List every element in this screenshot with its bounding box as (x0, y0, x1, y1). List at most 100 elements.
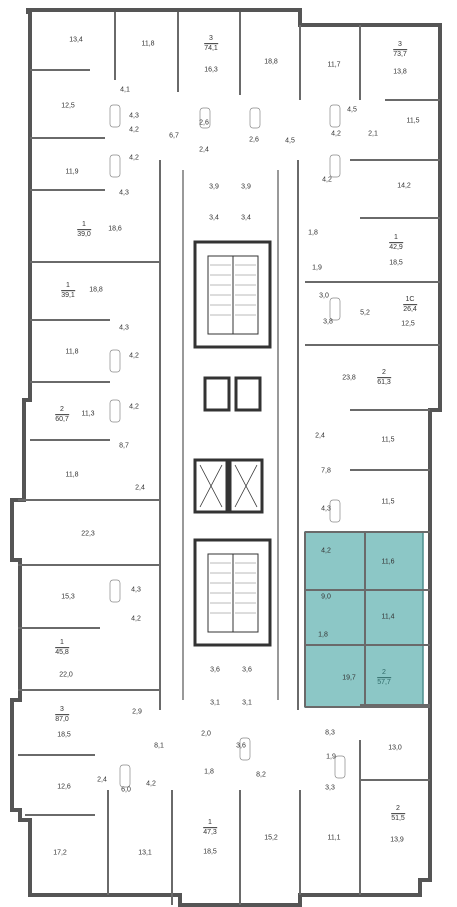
room-area: 22,3 (81, 530, 95, 538)
room-area: 15,2 (264, 834, 278, 842)
outer-walls (10, 8, 442, 907)
room-area: 6,7 (169, 132, 179, 140)
room-area: 2,0 (201, 730, 211, 738)
room-area: 2,4 (135, 484, 145, 492)
apartment-rooms: 3 (60, 706, 64, 714)
room-area: 3,4 (241, 214, 251, 222)
room-area: 11,8 (65, 348, 79, 356)
room-area: 11,4 (381, 613, 395, 621)
room-area: 11,9 (65, 168, 79, 176)
room-area: 2,4 (97, 776, 107, 784)
apartment-area: 26,4 (403, 304, 417, 314)
room-area: 11,5 (406, 117, 420, 125)
apartment-area: 45,8 (55, 647, 69, 657)
room-area: 18,8 (89, 286, 103, 294)
room-area: 16,3 (204, 66, 218, 74)
room-area: 18,6 (108, 225, 122, 233)
apartment-area: 39,0 (77, 229, 91, 239)
room-area: 4,1 (120, 86, 130, 94)
apartment-rooms: 1 (66, 282, 70, 290)
apartment-area: 73,7 (393, 49, 407, 59)
room-area: 23,8 (342, 374, 356, 382)
room-area: 4,2 (322, 176, 332, 184)
room-area: 2,1 (368, 130, 378, 138)
room-area: 18,8 (264, 58, 278, 66)
room-area: 3,8 (323, 318, 333, 326)
room-area: 3,9 (209, 183, 219, 191)
partition-walls (18, 12, 440, 905)
apartment-area: 57,7 (377, 677, 391, 687)
room-area: 2,4 (315, 432, 325, 440)
apartment-rooms: 1 (394, 234, 398, 242)
room-area: 3,6 (236, 742, 246, 750)
room-area: 4,2 (131, 615, 141, 623)
room-area: 3,9 (241, 183, 251, 191)
room-area: 4,3 (131, 586, 141, 594)
room-area: 3,6 (210, 666, 220, 674)
room-area: 4,2 (331, 130, 341, 138)
room-area: 18,5 (389, 259, 403, 267)
room-area: 13,1 (138, 849, 152, 857)
room-area: 8,2 (256, 771, 266, 779)
room-area: 6,0 (121, 786, 131, 794)
room-area: 4,2 (129, 126, 139, 134)
room-area: 2,6 (199, 119, 209, 127)
room-area: 8,3 (325, 729, 335, 737)
room-area: 13,0 (388, 744, 402, 752)
room-area: 13,8 (393, 68, 407, 76)
room-area: 3,0 (319, 292, 329, 300)
room-area: 4,2 (321, 547, 331, 555)
room-area: 3,4 (209, 214, 219, 222)
room-area: 4,2 (129, 403, 139, 411)
apartment-rooms: 2 (60, 406, 64, 414)
room-area: 12,5 (401, 320, 415, 328)
room-area: 15,3 (61, 593, 75, 601)
room-area: 8,7 (119, 442, 129, 450)
room-area: 12,6 (57, 783, 71, 791)
apartment-rooms: 3 (398, 41, 402, 49)
room-area: 22,0 (59, 671, 73, 679)
room-area: 4,3 (119, 324, 129, 332)
apartment-area: 51,5 (391, 813, 405, 823)
apartment-area: 60,7 (55, 414, 69, 424)
room-area: 14,2 (397, 182, 411, 190)
room-area: 13,4 (69, 36, 83, 44)
room-area: 11,6 (381, 558, 395, 566)
room-area: 4,5 (285, 137, 295, 145)
room-area: 12,5 (61, 102, 75, 110)
room-area: 3,1 (210, 699, 220, 707)
apartment-rooms: 2 (382, 369, 386, 377)
room-area: 13,9 (390, 836, 404, 844)
apartment-rooms: 2 (396, 805, 400, 813)
apartment-rooms: 3 (209, 35, 213, 43)
apartment-area: 87,0 (55, 714, 69, 724)
apartment-area: 74,1 (204, 43, 218, 53)
room-area: 19,7 (342, 674, 356, 682)
apartment-area: 47,3 (203, 827, 217, 837)
apartment-rooms: 1С (405, 296, 415, 304)
room-area: 8,1 (154, 742, 164, 750)
room-area: 11,5 (381, 436, 395, 444)
bathroom-fixtures (109, 104, 346, 788)
apartment-rooms: 2 (382, 669, 386, 677)
room-area: 9,0 (321, 593, 331, 601)
room-area: 4,2 (129, 352, 139, 360)
room-area: 4,3 (321, 505, 331, 513)
room-area: 4,2 (146, 780, 156, 788)
apartment-rooms: 1 (60, 639, 64, 647)
room-area: 4,3 (129, 112, 139, 120)
